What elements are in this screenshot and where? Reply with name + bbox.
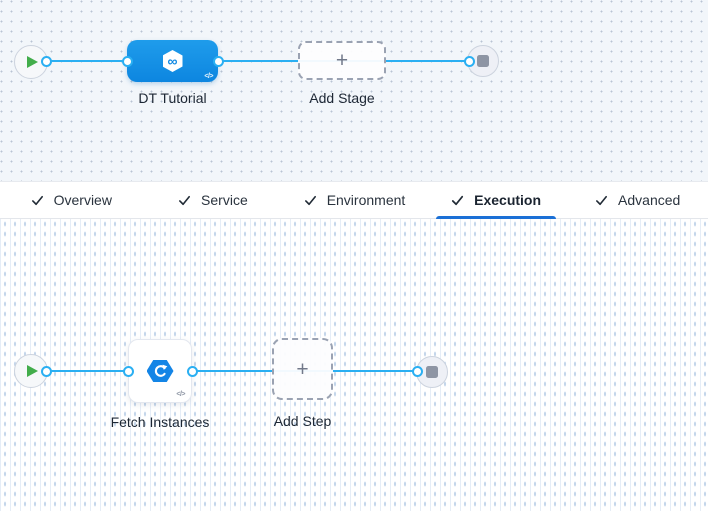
execution-graph-canvas: </> Fetch Instances + Add Step (0, 219, 708, 511)
stop-icon (477, 55, 489, 67)
plus-icon: + (296, 357, 309, 381)
play-icon (27, 56, 38, 68)
plus-icon: + (335, 49, 349, 72)
stage-label: DT Tutorial (138, 90, 207, 106)
add-stage-button[interactable]: + (298, 41, 386, 80)
add-stage-label: Add Stage (309, 90, 375, 106)
check-icon (304, 195, 316, 205)
stage-node-dt-tutorial[interactable]: ∞ </> (127, 40, 218, 82)
tab-label: Environment (326, 192, 406, 208)
tab-execution[interactable]: Execution (425, 182, 567, 218)
stop-icon (426, 366, 438, 378)
edge-connector (187, 366, 198, 377)
check-icon (179, 195, 191, 205)
edge-connector (122, 56, 133, 67)
tab-overview[interactable]: Overview (0, 182, 142, 218)
code-icon: </> (204, 73, 213, 80)
tab-environment[interactable]: Environment (283, 182, 425, 218)
edge-connector (464, 56, 475, 67)
step-node-fetch-instances[interactable]: </> (128, 339, 192, 403)
check-icon (452, 195, 464, 205)
check-icon (31, 195, 43, 205)
refresh-icon (154, 364, 168, 377)
code-icon: </> (176, 391, 185, 398)
tab-label: Service (201, 192, 248, 208)
tab-label: Advanced (618, 192, 681, 208)
stage-edge-line (46, 60, 470, 62)
check-icon (596, 195, 608, 205)
edge-connector (412, 366, 423, 377)
edge-connector (123, 366, 134, 377)
tab-label: Overview (53, 192, 112, 208)
fetch-instances-icon (146, 360, 174, 382)
stage-graph-canvas: ∞ </> DT Tutorial + Add Stage (0, 0, 708, 181)
step-label: Fetch Instances (110, 414, 210, 430)
infinity-icon: ∞ (167, 53, 178, 69)
edge-connector (41, 56, 52, 67)
tab-service[interactable]: Service (142, 182, 284, 218)
edge-connector (41, 366, 52, 377)
cd-stage-icon: ∞ (162, 50, 183, 72)
tab-advanced[interactable]: Advanced (566, 182, 708, 218)
play-icon (27, 365, 38, 377)
step-edge-line (46, 370, 418, 372)
add-step-label: Add Step (273, 413, 332, 429)
stage-config-tabs: Overview Service Environment Execution A… (0, 181, 708, 219)
edge-connector (213, 56, 224, 67)
tab-label: Execution (474, 192, 542, 208)
add-step-button[interactable]: + (272, 338, 333, 400)
